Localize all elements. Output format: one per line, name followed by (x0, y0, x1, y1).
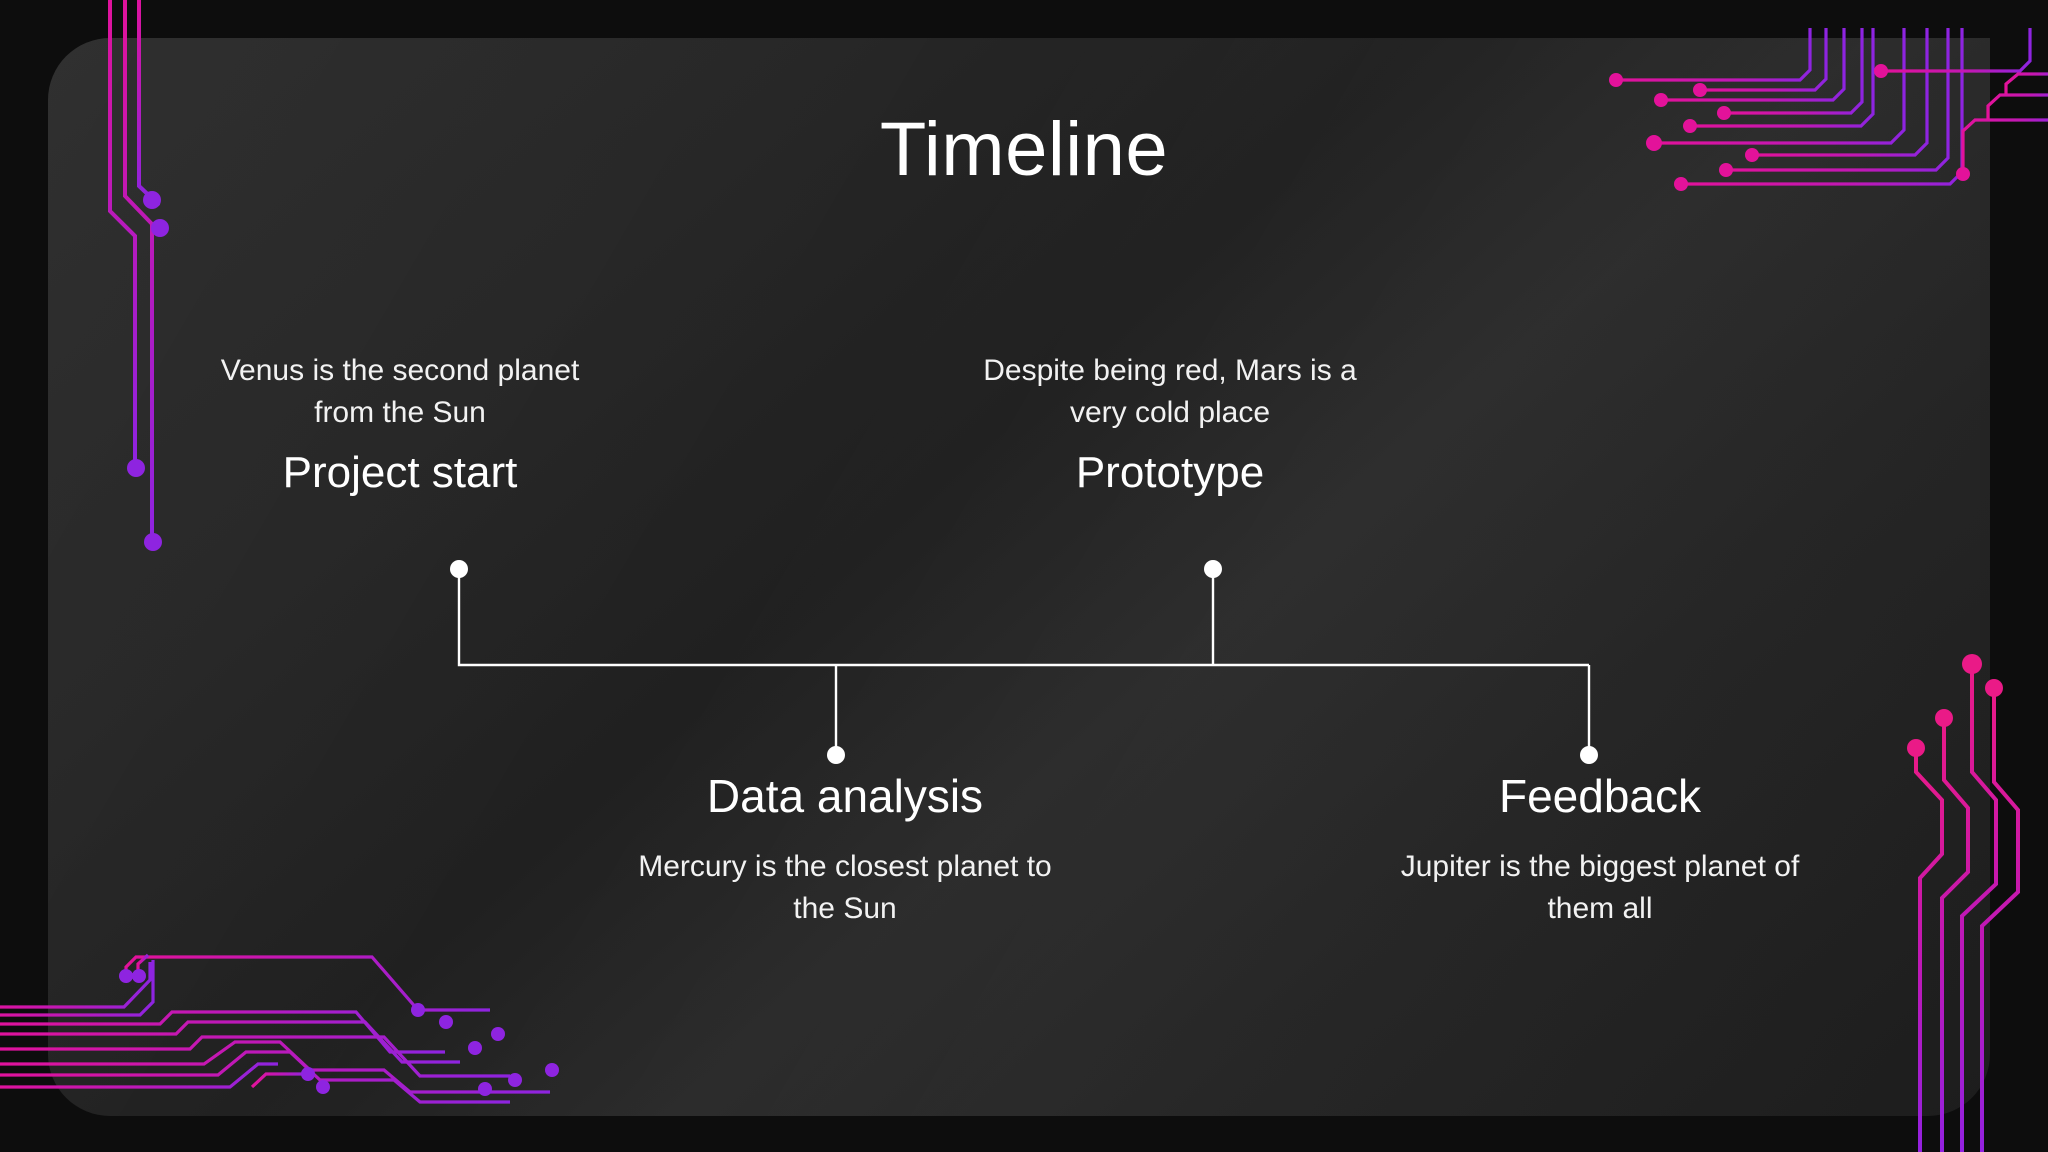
timeline-node-prototype: Despite being red, Mars is a very cold p… (960, 350, 1380, 498)
node-milestone: Prototype (1075, 448, 1265, 497)
node-description: Venus is the second planet from the Sun (220, 354, 580, 429)
content-card (48, 38, 1990, 1116)
timeline-dot-data-analysis (827, 746, 845, 764)
node-milestone: Data analysis (706, 770, 984, 822)
timeline-node-data-analysis: Data analysis Mercury is the closest pla… (615, 770, 1075, 930)
node-description: Mercury is the closest planet to the Sun (638, 850, 1052, 926)
node-description: Jupiter is the biggest planet of them al… (1400, 850, 1800, 926)
timeline-node-feedback: Feedback Jupiter is the biggest planet o… (1370, 770, 1830, 930)
timeline-node-project-start: Venus is the second planet from the Sun … (190, 350, 610, 498)
timeline-dot-feedback (1580, 746, 1598, 764)
page-title: Timeline (879, 107, 1169, 192)
node-milestone: Feedback (1498, 770, 1701, 822)
node-description: Despite being red, Mars is a very cold p… (983, 354, 1357, 429)
node-milestone: Project start (282, 448, 518, 497)
timeline-dot-prototype (1204, 560, 1222, 578)
timeline-dot-project-start (450, 560, 468, 578)
